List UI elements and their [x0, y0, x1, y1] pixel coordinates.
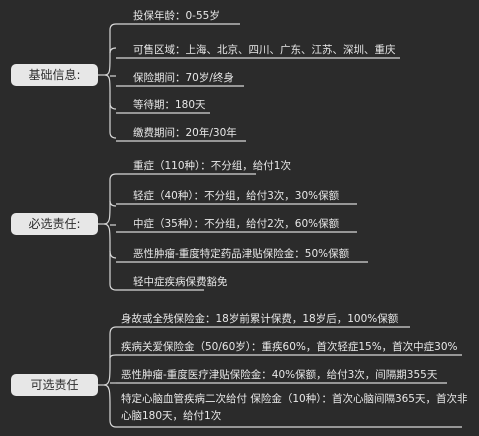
leaf-coverage-period: 保险期间：70岁/终身 [133, 72, 234, 84]
leaf-payment-period: 缴费期间：20年/30年 [133, 127, 237, 139]
leaf-waiting-period: 等待期：180天 [133, 99, 206, 111]
node-optional-coverage[interactable]: 可选责任 [11, 374, 98, 396]
leaf-insured-age: 投保年龄：0-55岁 [133, 10, 220, 22]
leaf-premium-waiver: 轻中症疾病保费豁免 [133, 276, 228, 288]
leaf-death-disability: 身故或全残保险金：18岁前累计保费，18岁后，100%保额 [121, 313, 399, 325]
leaf-mild-illness: 轻症（40种）：不分组，给付3次，30%保额 [133, 190, 340, 202]
node-basic-info[interactable]: 基础信息: [11, 64, 98, 86]
leaf-illness-care: 疾病关爱保险金（50/60岁）：重疾60%，首次轻症15%，首次中症30% [121, 341, 458, 353]
leaf-cardio-second-payment: 特定心脑血管疾病二次给付 保险金（10种）：首次心脑间隔365天，首次非心脑18… [121, 393, 468, 422]
leaf-cancer-medical-allowance: 恶性肿瘤-重度医疗津贴保险金：40%保额，给付3次，间隔期355天 [121, 369, 438, 381]
leaf-critical-illness: 重症（110种）：不分组，给付1次 [133, 160, 291, 172]
node-required-coverage[interactable]: 必选责任: [11, 213, 98, 235]
leaf-sales-region: 可售区域：上海、北京、四川、广东、江苏、深圳、重庆 [133, 44, 396, 56]
leaf-moderate-illness: 中症（35种）：不分组，给付2次，60%保额 [133, 218, 340, 230]
leaf-cancer-drug-allowance: 恶性肿瘤-重度特定药品津贴保险金：50%保额 [133, 248, 350, 260]
